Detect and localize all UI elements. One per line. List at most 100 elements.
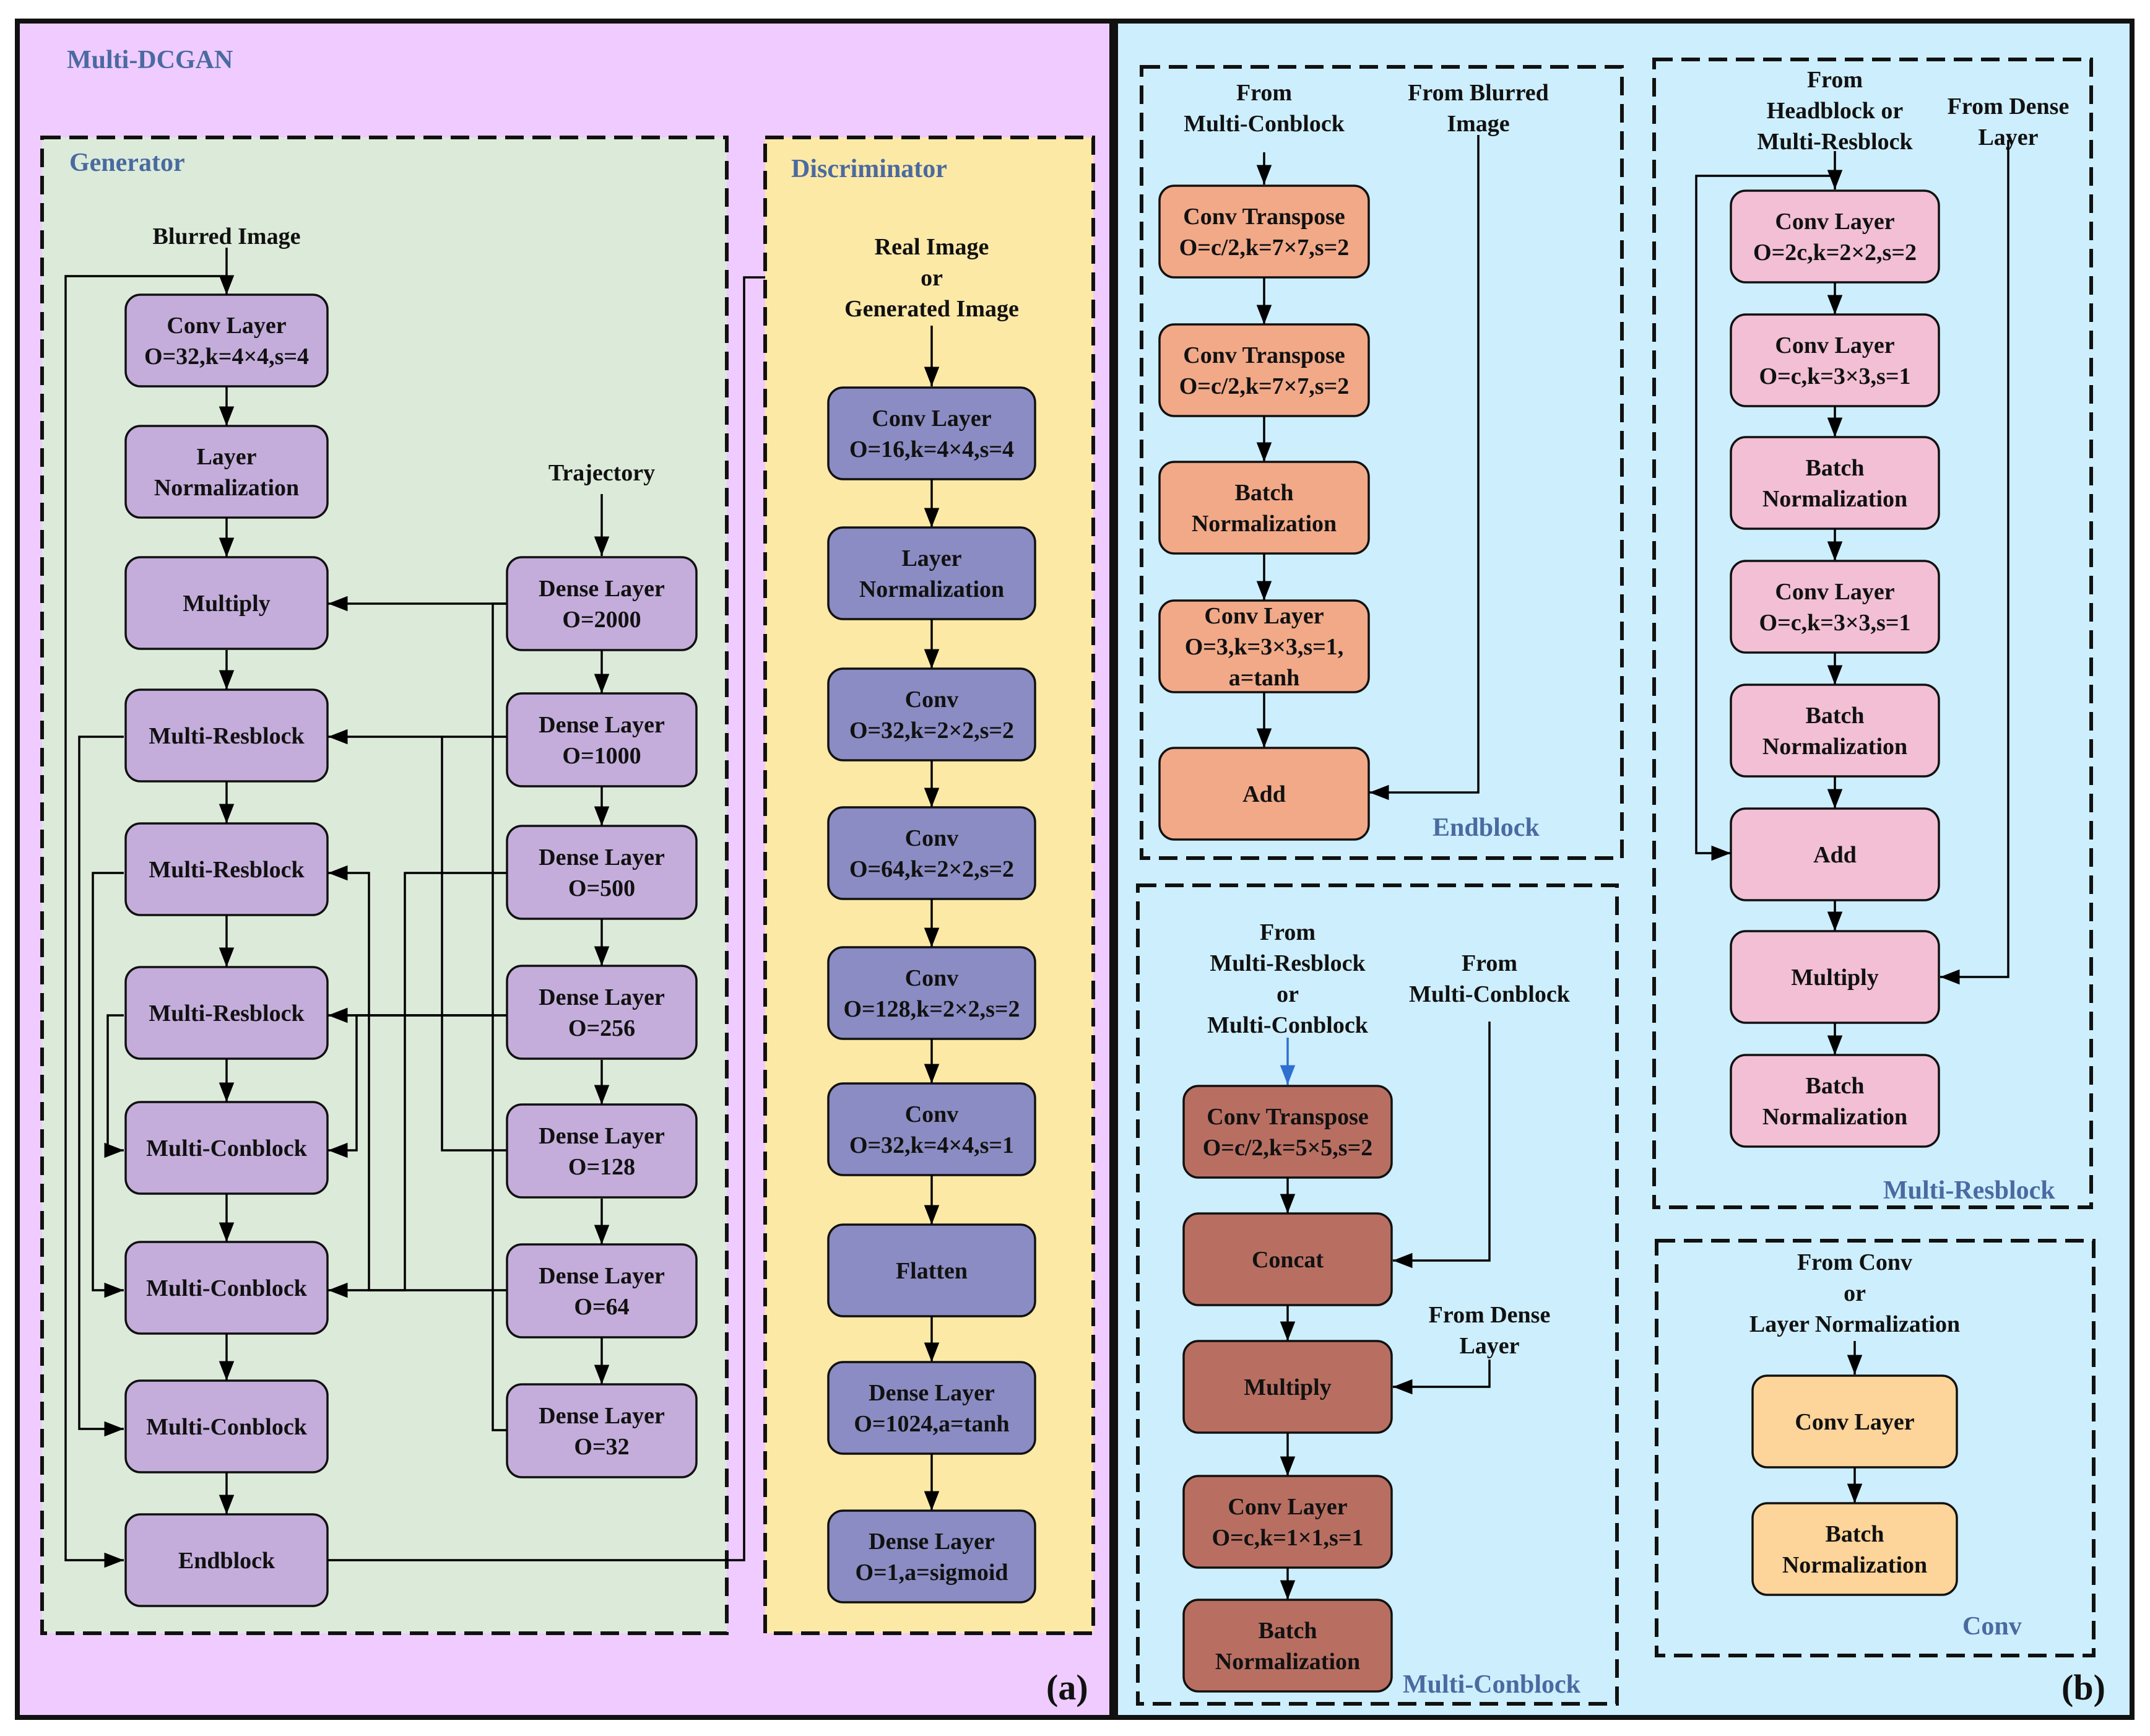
conblock-block-label: Concat — [1252, 1247, 1324, 1273]
resblock-block-label: O=c,k=3×3,s=1 — [1759, 363, 1911, 389]
conv-block-label: Conv Layer — [1795, 1409, 1914, 1435]
conv-title: Conv — [1962, 1612, 2022, 1641]
dense-block-label: Dense Layer — [539, 712, 665, 738]
dense-block-box — [506, 692, 698, 788]
generator-block-label: Multiply — [183, 591, 270, 617]
dense-block-label: O=256 — [568, 1015, 635, 1041]
dense-block-label: O=32 — [574, 1434, 629, 1460]
resblock-block-label: Normalization — [1762, 486, 1907, 512]
trajectory-label: Trajectory — [548, 460, 655, 486]
conv-block-label: Batch — [1826, 1521, 1884, 1547]
discriminator-block-box — [827, 946, 1036, 1040]
discriminator-block-label: Normalization — [859, 576, 1004, 602]
dense-block-box — [506, 1383, 698, 1478]
dense-block-label: Dense Layer — [539, 984, 665, 1010]
dense-block-box — [506, 1103, 698, 1199]
conblock-title: Multi-Conblock — [1403, 1670, 1581, 1699]
resblock-block-box — [1730, 313, 1940, 407]
discriminator-block-label: Layer — [901, 545, 961, 571]
conblock-connections — [1280, 1022, 1491, 1395]
endblock-block-label: O=c/2,k=7×7,s=2 — [1179, 235, 1350, 261]
endblock-block-label: Add — [1242, 781, 1286, 807]
generator-block-label: Multi-Conblock — [146, 1414, 308, 1440]
endblock-block-box — [1158, 461, 1370, 555]
conblock-block-label: Conv Transpose — [1207, 1104, 1369, 1130]
generator-block-label: Multi-Resblock — [149, 723, 305, 749]
discriminator-block-label: O=16,k=4×4,s=4 — [849, 436, 1014, 462]
discriminator-block-label: O=32,k=2×2,s=2 — [849, 718, 1014, 744]
dense-block-label: Dense Layer — [539, 1123, 665, 1149]
discriminator-block-box — [827, 1082, 1036, 1176]
resblock-block-label: O=2c,k=2×2,s=2 — [1753, 240, 1917, 266]
resblock-block-label: Batch — [1806, 455, 1865, 481]
conblock-input-text: From — [1260, 919, 1316, 945]
generator-block-label: Multi-Conblock — [146, 1275, 308, 1301]
resblock-input-text: Multi-Resblock — [1757, 129, 1913, 155]
resblock-block-label: Conv Layer — [1775, 579, 1894, 605]
generator-input-label: Blurred Image — [153, 224, 301, 250]
resblock-block-label: Multiply — [1791, 965, 1878, 991]
conblock-input-text: Multi-Conblock — [1207, 1012, 1369, 1038]
conblock-side-dense-text: Layer — [1459, 1333, 1519, 1359]
endblock-block-box — [1158, 323, 1370, 417]
endblock-block-label: Conv Transpose — [1183, 342, 1345, 368]
resblock-block-box — [1730, 189, 1940, 284]
endblock-block-label: Batch — [1235, 480, 1294, 506]
discriminator-block-box — [827, 386, 1036, 480]
discriminator-input-text: Generated Image — [844, 296, 1019, 322]
discriminator-block-label: O=1024,a=tanh — [854, 1411, 1009, 1437]
discriminator-block-box — [827, 667, 1036, 762]
endblock-input-text: Multi-Conblock — [1184, 111, 1345, 137]
panel-a-tag: (a) — [1046, 1667, 1088, 1708]
dense-block-label: O=500 — [568, 875, 635, 901]
conv-input-text: or — [1844, 1280, 1866, 1306]
resblock-input-text: Headblock or — [1767, 98, 1904, 124]
generator-title: Generator — [69, 149, 185, 177]
discriminator-block-label: Dense Layer — [869, 1529, 995, 1555]
discriminator-block-box — [827, 526, 1036, 620]
endblock-side-text: Image — [1447, 111, 1509, 137]
conblock-block-box — [1182, 1475, 1393, 1569]
dense-block-box — [506, 825, 698, 920]
discriminator-block-label: O=32,k=4×4,s=1 — [849, 1132, 1014, 1158]
endblock-block-label: Normalization — [1192, 511, 1337, 537]
endblock-block-label: Conv Transpose — [1183, 204, 1345, 230]
conblock-block-label: O=c,k=1×1,s=1 — [1212, 1525, 1364, 1551]
generator-block-label: Endblock — [178, 1548, 275, 1574]
resblock-side-text: From Dense — [1948, 93, 2070, 119]
resblock-block-box — [1730, 1054, 1940, 1148]
discriminator-block-label: O=64,k=2×2,s=2 — [849, 856, 1014, 882]
generator-block-label: Normalization — [154, 475, 299, 501]
conblock-side-text: From — [1462, 950, 1517, 976]
discriminator-title: Discriminator — [791, 155, 947, 183]
discriminator-block-label: O=1,a=sigmoid — [855, 1560, 1008, 1586]
resblock-block-label: Batch — [1806, 1073, 1865, 1099]
conblock-side-dense-text: From Dense — [1429, 1302, 1551, 1328]
panel-a-title: Multi-DCGAN — [67, 46, 233, 74]
discriminator-block-box — [827, 1509, 1036, 1604]
resblock-title: Multi-Resblock — [1883, 1176, 2055, 1205]
generator-block-label: Multi-Resblock — [149, 857, 305, 883]
resblock-block-box — [1730, 684, 1940, 778]
resblock-block-label: Batch — [1806, 703, 1865, 729]
discriminator-block-label: Flatten — [896, 1258, 968, 1284]
dense-block-label: Dense Layer — [539, 1403, 665, 1429]
dense-block-label: Dense Layer — [539, 844, 665, 870]
discriminator-block-label: O=128,k=2×2,s=2 — [843, 996, 1020, 1022]
conblock-input-text: or — [1277, 981, 1299, 1007]
dense-block-label: O=1000 — [562, 743, 641, 769]
generator-block-label: O=32,k=4×4,s=4 — [144, 344, 309, 370]
conv-block-box — [1751, 1502, 1958, 1596]
endblock-connections — [1256, 135, 1480, 801]
resblock-block-label: Normalization — [1762, 734, 1907, 760]
conv-input-text: From Conv — [1797, 1249, 1912, 1275]
